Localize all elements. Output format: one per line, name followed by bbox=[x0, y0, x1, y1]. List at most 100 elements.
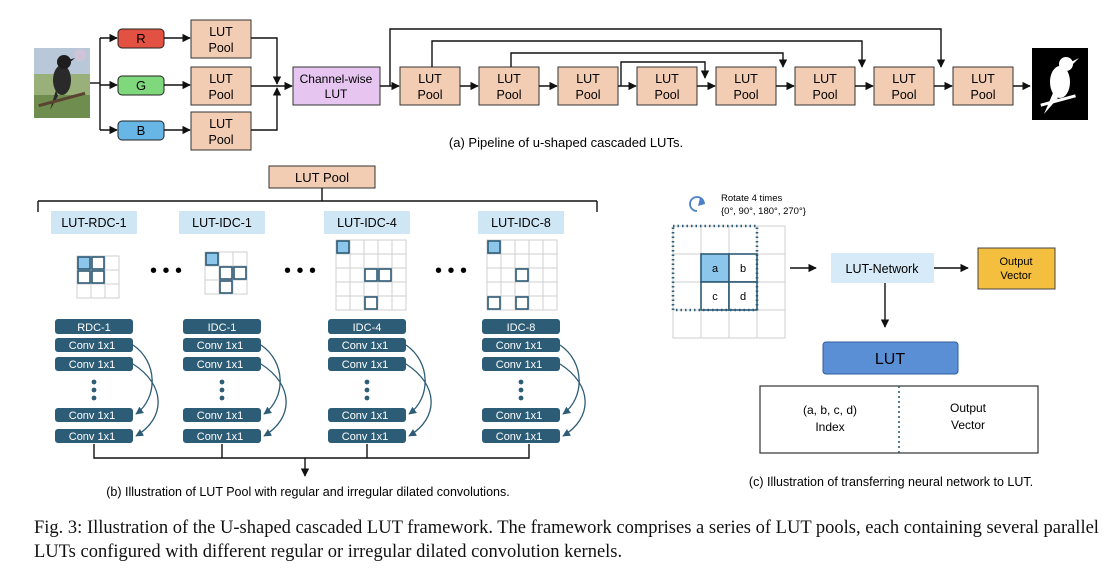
channel-b-label: B bbox=[137, 123, 146, 138]
stack-dot bbox=[364, 379, 370, 385]
rotate-text-2: {0°, 90°, 180°, 270°} bbox=[721, 206, 806, 217]
cascade-lut-pool-8: LUT Pool bbox=[952, 66, 1014, 106]
kernel-tap bbox=[487, 296, 501, 310]
svg-text:Vector: Vector bbox=[1000, 270, 1032, 282]
kernel-tap bbox=[233, 266, 247, 280]
kernel-tap bbox=[77, 256, 91, 270]
stack-dot bbox=[219, 387, 225, 393]
conv-block: Conv 1x1 bbox=[328, 408, 406, 422]
svg-text:Conv 1x1: Conv 1x1 bbox=[342, 359, 388, 371]
channel-g-label: G bbox=[136, 78, 146, 93]
svg-text:Pool: Pool bbox=[417, 88, 442, 102]
kernel-tap bbox=[515, 296, 529, 310]
cascaded-lut-pools: LUTPoolLUTPoolLUTPoolLUTPoolLUTPoolLUTPo… bbox=[399, 66, 1014, 106]
svg-text:Pool: Pool bbox=[208, 133, 233, 147]
conv-block: Conv 1x1 bbox=[328, 338, 406, 352]
svg-text:Pool: Pool bbox=[970, 88, 995, 102]
index-label-1: (a, b, c, d) bbox=[803, 403, 857, 417]
kernel-grid bbox=[204, 251, 248, 295]
table-output-1: Output bbox=[950, 401, 987, 415]
channel-b-box: B bbox=[117, 120, 165, 141]
caption-b: (b) Illustration of LUT Pool with regula… bbox=[106, 485, 509, 499]
input-bird-image bbox=[34, 48, 90, 118]
conv-block: Conv 1x1 bbox=[482, 429, 560, 443]
conv-block: Conv 1x1 bbox=[482, 408, 560, 422]
branch-head: IDC-8 bbox=[507, 322, 536, 334]
lut-network-box: LUT-Network bbox=[831, 253, 934, 283]
svg-text:Conv 1x1: Conv 1x1 bbox=[197, 431, 243, 443]
branch-tag: LUT-RDC-1 bbox=[61, 216, 126, 230]
svg-text:LUT: LUT bbox=[209, 117, 233, 131]
stack-dot bbox=[364, 387, 370, 393]
svg-text:Conv 1x1: Conv 1x1 bbox=[69, 359, 115, 371]
svg-text:Conv 1x1: Conv 1x1 bbox=[69, 431, 115, 443]
kernel-tap bbox=[515, 268, 529, 282]
output-vector-box: Output Vector bbox=[977, 247, 1056, 290]
svg-text:Pool: Pool bbox=[208, 41, 233, 55]
skip-arrow bbox=[559, 363, 586, 437]
svg-text:LUT: LUT bbox=[325, 87, 348, 101]
kernel-tap bbox=[364, 296, 378, 310]
svg-text:Output: Output bbox=[999, 256, 1032, 268]
svg-text:Pool: Pool bbox=[654, 88, 679, 102]
svg-text:LUT Pool: LUT Pool bbox=[295, 170, 349, 185]
branch-tag: LUT-IDC-4 bbox=[337, 216, 397, 230]
channel-r-label: R bbox=[136, 31, 145, 46]
conv-block: Conv 1x1 bbox=[482, 338, 560, 352]
kernel-tap bbox=[91, 256, 105, 270]
conv-block: Conv 1x1 bbox=[55, 408, 133, 422]
lut-pool-b: LUT Pool bbox=[190, 111, 252, 151]
receptive-field-outline bbox=[671, 224, 759, 312]
lut-table: (a, b, c, d) Index Output Vector bbox=[759, 385, 1039, 454]
conv-block: Conv 1x1 bbox=[55, 357, 133, 371]
rotate-icon bbox=[689, 196, 705, 212]
cascade-lut-pool-4: LUT Pool bbox=[636, 66, 698, 106]
kernel-tap bbox=[77, 270, 91, 284]
svg-text:Pool: Pool bbox=[733, 88, 758, 102]
conv-block: Conv 1x1 bbox=[183, 357, 261, 371]
svg-text:LUT: LUT bbox=[875, 351, 905, 368]
output-mask-image bbox=[1032, 48, 1088, 120]
stack-dot bbox=[91, 395, 97, 401]
pixel-label: a bbox=[712, 263, 719, 275]
branch-tag: LUT-IDC-1 bbox=[192, 216, 252, 230]
lut-box: LUT bbox=[822, 341, 959, 375]
kernel-tap bbox=[91, 270, 105, 284]
pixel-label: c bbox=[712, 291, 718, 303]
svg-text:LUT: LUT bbox=[655, 72, 679, 86]
svg-text:Conv 1x1: Conv 1x1 bbox=[496, 410, 542, 422]
svg-text:LUT: LUT bbox=[971, 72, 995, 86]
skip-arrow bbox=[405, 344, 426, 415]
conv-block: Conv 1x1 bbox=[328, 357, 406, 371]
kernel-tap bbox=[205, 252, 219, 266]
stack-dot bbox=[364, 395, 370, 401]
skip-arrow bbox=[260, 344, 281, 415]
channel-wise-lut: Channel-wise LUT bbox=[292, 66, 381, 106]
kernel-grid bbox=[486, 239, 558, 311]
branch-tag: LUT-IDC-8 bbox=[491, 216, 551, 230]
stack-dot bbox=[219, 395, 225, 401]
svg-text:Conv 1x1: Conv 1x1 bbox=[496, 340, 542, 352]
svg-text:Conv 1x1: Conv 1x1 bbox=[342, 431, 388, 443]
cascade-lut-pool-2: LUT Pool bbox=[478, 66, 540, 106]
svg-text:Conv 1x1: Conv 1x1 bbox=[197, 359, 243, 371]
ellipsis-1: • • • bbox=[150, 260, 182, 282]
skip-arrow bbox=[132, 344, 153, 415]
lut-pool-r: LUT Pool bbox=[190, 19, 252, 59]
svg-text:LUT: LUT bbox=[497, 72, 521, 86]
svg-text:Conv 1x1: Conv 1x1 bbox=[342, 340, 388, 352]
svg-text:Conv 1x1: Conv 1x1 bbox=[69, 410, 115, 422]
kernel-tap bbox=[336, 240, 350, 254]
svg-text:Pool: Pool bbox=[496, 88, 521, 102]
stack-dot bbox=[518, 387, 524, 393]
rotate-text-1: Rotate 4 times bbox=[721, 193, 782, 204]
stack-dot bbox=[91, 387, 97, 393]
conv-block: Conv 1x1 bbox=[55, 429, 133, 443]
svg-text:LUT-Network: LUT-Network bbox=[846, 262, 920, 276]
